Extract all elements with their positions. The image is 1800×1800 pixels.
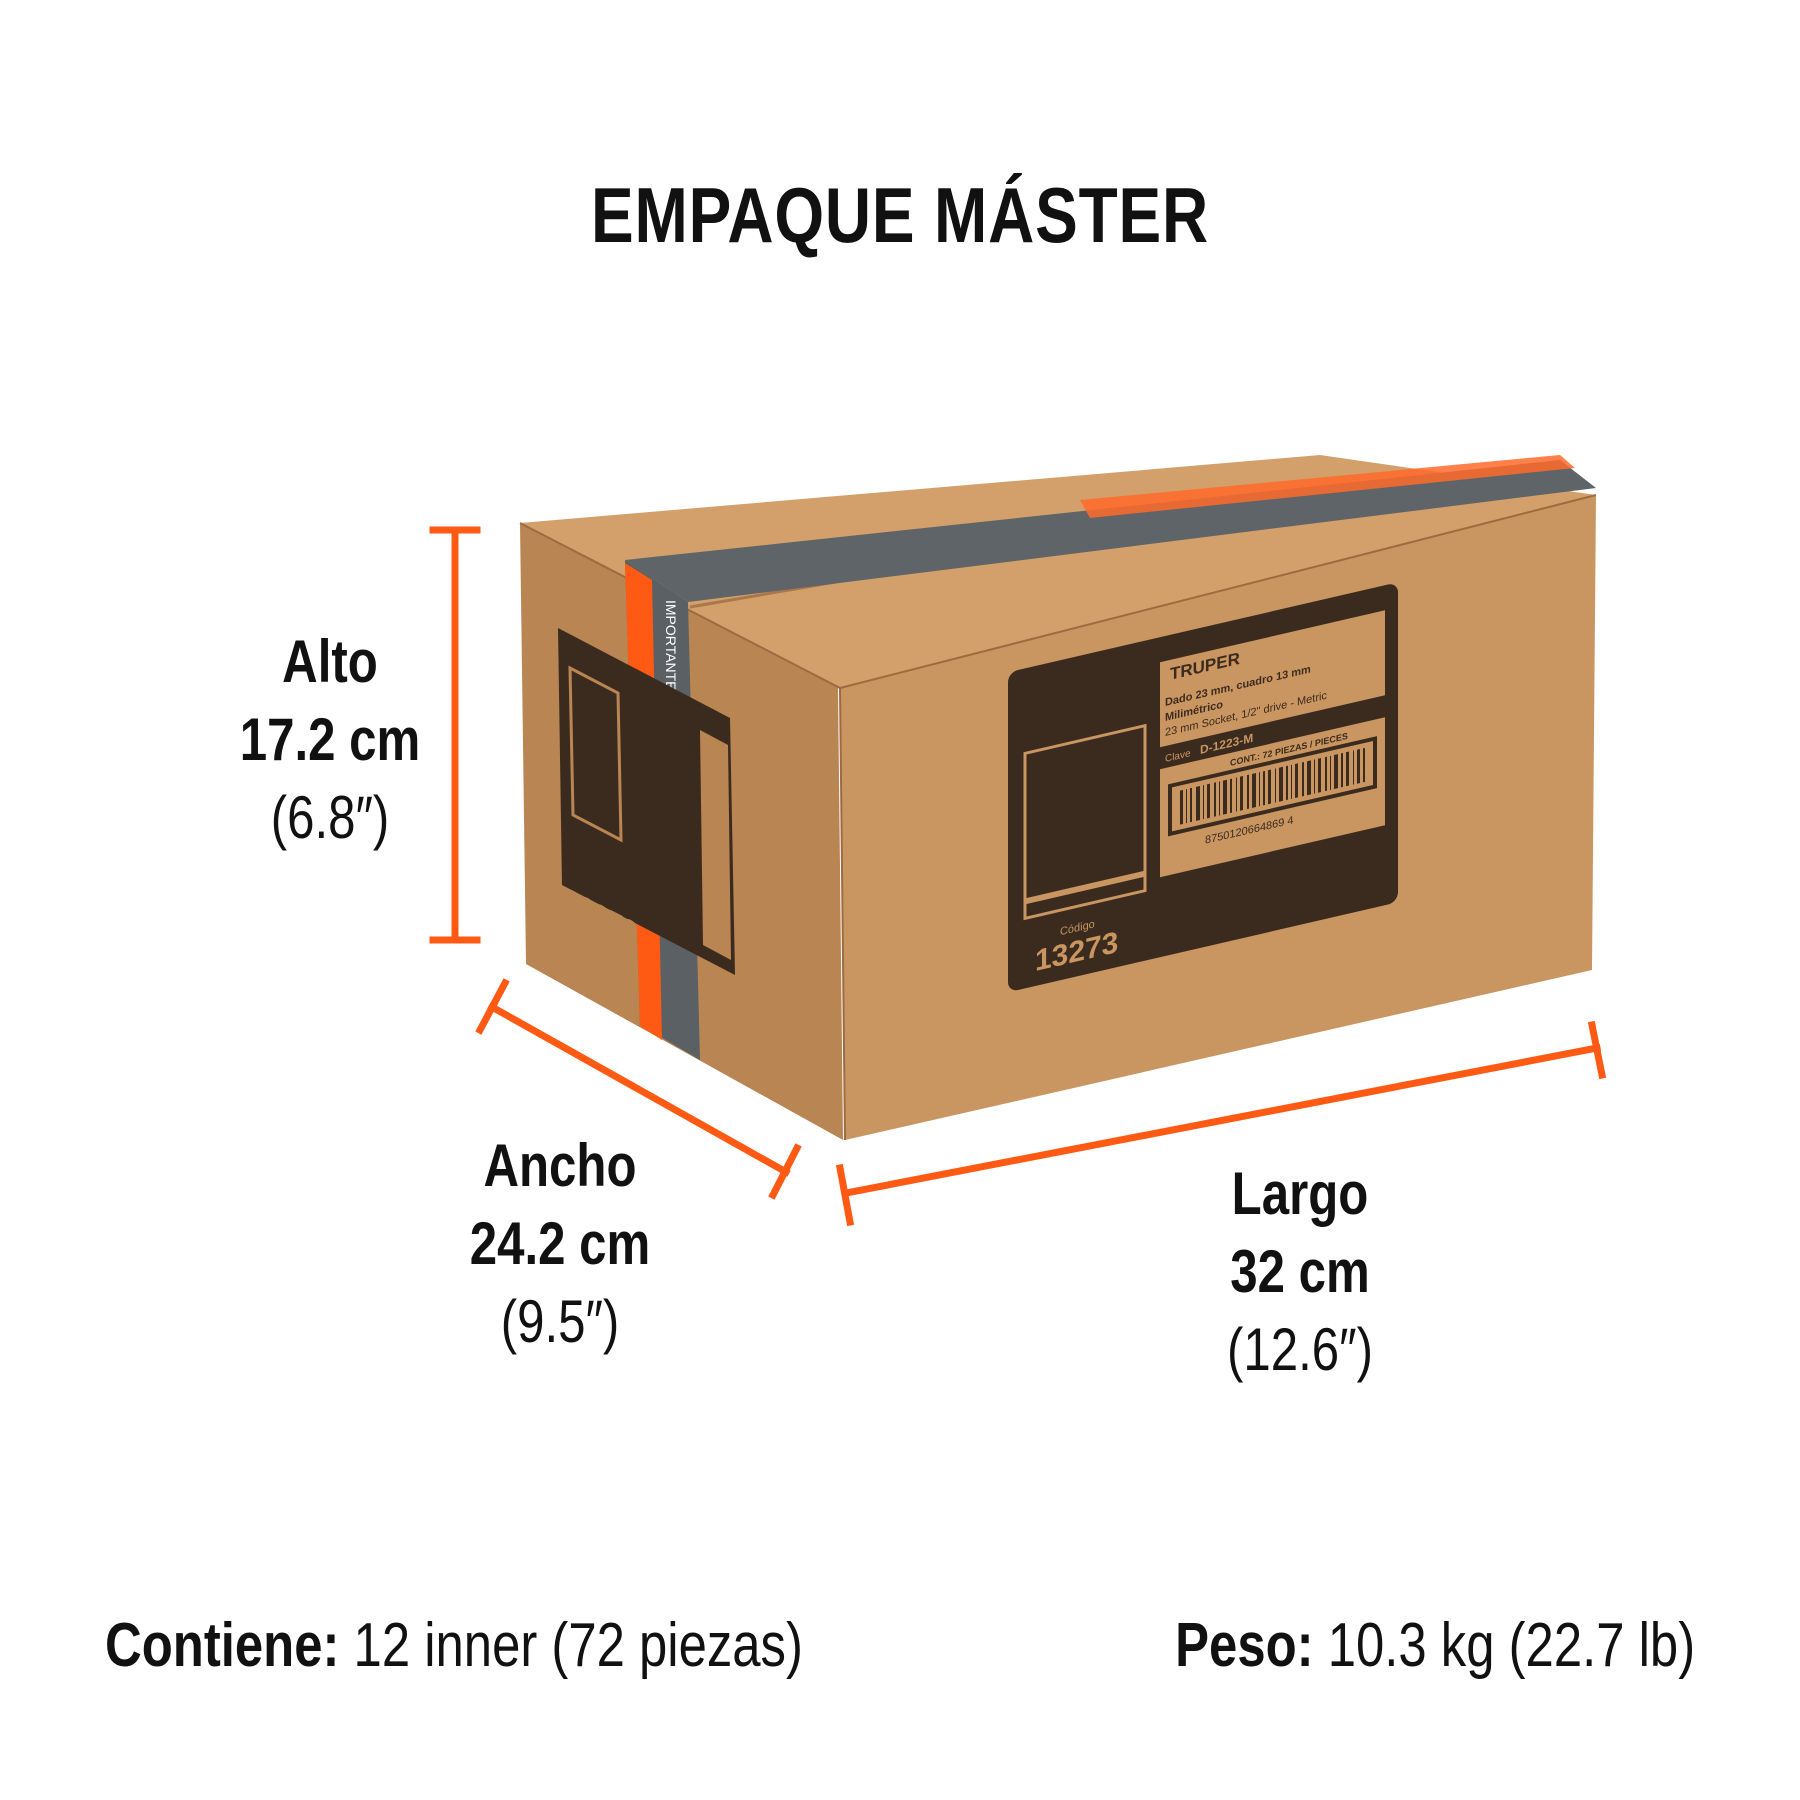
dimension-alto: Alto 17.2 cm (6.8″)	[191, 623, 470, 857]
front-label-info-area	[1160, 610, 1385, 878]
dim-line-ancho	[487, 1002, 791, 1177]
footer-contents-label: Contiene:	[105, 1611, 340, 1680]
tape-top-orange	[1080, 455, 1575, 518]
dimension-alto-label: Alto	[282, 628, 378, 695]
footer-contents: Contiene: 12 inner (72 piezas)	[105, 1610, 803, 1681]
barcode	[1168, 736, 1377, 837]
footer-weight: Peso: 10.3 kg (22.7 lb)	[1175, 1610, 1695, 1681]
footer-weight-value: 10.3 kg (22.7 lb)	[1327, 1611, 1695, 1680]
footer-weight-label: Peso:	[1175, 1611, 1314, 1680]
dimension-largo-metric: 32 cm	[1230, 1238, 1370, 1305]
dimension-alto-imperial: (6.8″)	[270, 784, 390, 851]
tape-top-gray	[625, 460, 1596, 602]
side-label-panel	[558, 628, 735, 975]
front-label-image-slot	[1023, 723, 1147, 921]
dimension-alto-metric: 17.2 cm	[239, 706, 421, 773]
dimension-largo: Largo 32 cm (12.6″)	[1161, 1155, 1440, 1389]
dimension-ancho-metric: 24.2 cm	[469, 1210, 651, 1277]
dim-line-largo	[841, 1043, 1602, 1198]
tape-text: IMPORTANTE	[663, 600, 679, 691]
dimension-ancho: Ancho 24.2 cm (9.5″)	[421, 1127, 700, 1361]
page-title: EMPAQUE MÁSTER	[591, 171, 1209, 259]
footer-contents-value: 12 inner (72 piezas)	[353, 1611, 803, 1680]
dimension-largo-label: Largo	[1231, 1160, 1369, 1227]
dimension-ancho-label: Ancho	[483, 1132, 637, 1199]
dimension-ancho-imperial: (9.5″)	[500, 1288, 620, 1355]
dimension-largo-imperial: (12.6″)	[1227, 1316, 1373, 1383]
barcode-bars	[1180, 747, 1365, 825]
